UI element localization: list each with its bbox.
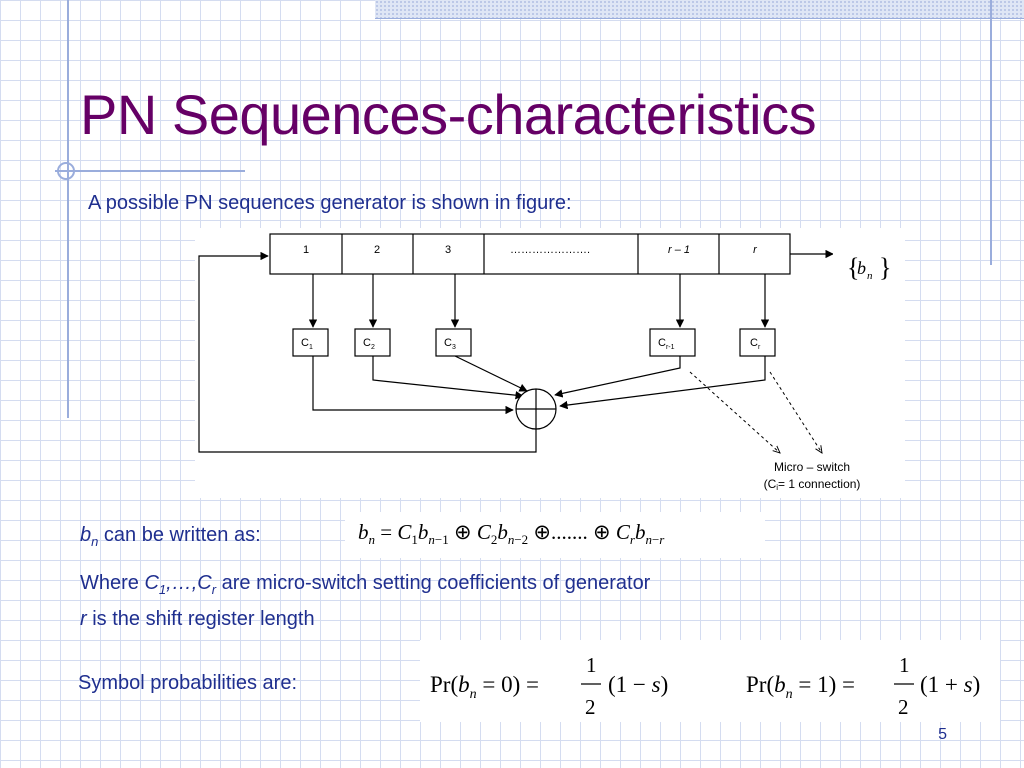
svg-text:1: 1 [586, 653, 597, 677]
intro-text: A possible PN sequences generator is sho… [88, 192, 572, 214]
svg-text:C2: C2 [363, 337, 375, 351]
shift-register: 1 2 3 …………………. r – 1 r [269, 233, 791, 275]
coefficient-box: C2 [354, 328, 391, 357]
register-length-text: r is the shift register length [80, 608, 315, 630]
output-sequence-label: { b n } [847, 253, 891, 282]
svg-text:b: b [857, 258, 866, 278]
svg-text:C1: C1 [301, 337, 313, 351]
coefficient-box: Cr [739, 328, 776, 357]
register-cell-label: r – 1 [668, 244, 690, 256]
decorative-vertical-line [67, 0, 69, 418]
symbol-prob-label: Symbol probabilities are: [78, 672, 297, 694]
svg-text:Cr-1: Cr-1 [658, 337, 675, 351]
recurrence-intro: bn can be written as: [80, 524, 261, 549]
svg-text:Pr(bn = 1) =: Pr(bn = 1) = [746, 672, 855, 702]
probability-equations: Pr(bn = 0) = 1 2 (1 − s) Pr(bn = 1) = 1 … [430, 653, 980, 719]
svg-text:(1 + s): (1 + s) [920, 672, 980, 697]
where-text: Where C1,…,Cr are micro-switch setting c… [80, 572, 651, 597]
micro-switch-connection-label: (Ci= 1 connection) [764, 477, 861, 492]
svg-text:{: { [847, 253, 859, 282]
svg-text:1: 1 [899, 653, 910, 677]
xor-adder [515, 388, 557, 430]
svg-text:}: } [879, 253, 891, 282]
register-cell-label: 2 [374, 244, 380, 256]
coefficient-box: C1 [292, 328, 329, 357]
decorative-top-band [375, 0, 1024, 18]
register-cell-label: 3 [445, 244, 451, 256]
svg-text:2: 2 [585, 695, 596, 719]
register-cell-label: …………………. [510, 244, 590, 256]
slide-title: PN Sequences-characteristics [80, 83, 817, 146]
decorative-horizontal-line-top [375, 18, 1024, 19]
coefficient-box: Cr-1 [649, 328, 696, 357]
recurrence-equation: bn = C1bn−1 ⊕ C2bn−2 ⊕....... ⊕ Crbn−r [358, 520, 665, 548]
micro-switch-label: Micro – switch [774, 460, 850, 474]
register-cell-label: r [753, 244, 758, 256]
decorative-horizontal-line [55, 170, 245, 172]
svg-text:Pr(bn = 0) =: Pr(bn = 0) = [430, 672, 539, 702]
svg-text:Cr: Cr [750, 337, 761, 351]
svg-text:n: n [867, 270, 873, 282]
page-number: 5 [938, 726, 947, 743]
decorative-vertical-line-right [990, 0, 992, 265]
register-cell-label: 1 [303, 244, 309, 256]
svg-text:C3: C3 [444, 337, 456, 351]
coefficient-box: C3 [435, 328, 472, 357]
svg-text:2: 2 [898, 695, 909, 719]
svg-text:(1 − s): (1 − s) [608, 672, 668, 697]
decorative-circle-icon [57, 162, 75, 180]
feedback-path [198, 251, 537, 453]
